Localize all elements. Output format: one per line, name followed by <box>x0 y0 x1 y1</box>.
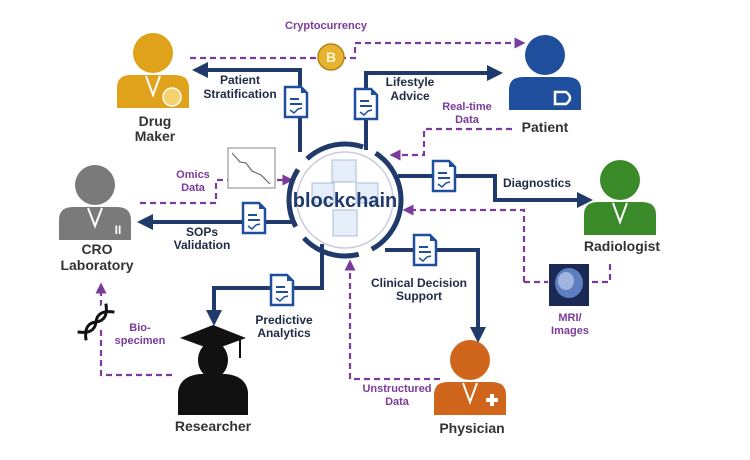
flow-label: SOPs <box>186 225 218 239</box>
actor-patient: Patient <box>509 35 581 135</box>
flow-label: Images <box>551 325 589 337</box>
svg-text:Radiologist: Radiologist <box>584 238 661 254</box>
document-icon <box>241 201 267 235</box>
svg-text:CRO: CRO <box>81 241 112 257</box>
dna-icon <box>76 302 116 342</box>
flow-label: Bio- <box>129 322 151 334</box>
svg-text:B: B <box>326 49 336 65</box>
actor-radiologist: Radiologist <box>584 160 661 254</box>
document-icon <box>353 87 379 121</box>
flow-diagnostics: Diagnostics <box>398 159 593 208</box>
flow-label: Real-time <box>442 101 492 113</box>
flow-label: MRI/ <box>558 312 581 324</box>
document-icon <box>412 233 438 267</box>
svg-text:II: II <box>115 223 122 237</box>
blockchain-label: blockchain <box>293 190 397 212</box>
flow-unstructured-data: Unstructured Data <box>344 259 440 408</box>
actor-cro-laboratory: II CRO Laboratory <box>59 165 134 273</box>
bitcoin-coin-icon <box>317 43 345 71</box>
flow-label: Unstructured <box>362 383 431 395</box>
flow-patient-stratification: Patient Stratification <box>192 62 309 152</box>
flow-label: Clinical Decision <box>371 276 467 290</box>
svg-text:Physician: Physician <box>439 420 504 436</box>
flow-label: Cryptocurrency <box>285 20 368 32</box>
flow-label: Analytics <box>257 326 311 340</box>
flow-label: Diagnostics <box>503 176 571 190</box>
flow-label: Validation <box>174 238 231 252</box>
flow-label: Advice <box>390 89 430 103</box>
svg-text:Laboratory: Laboratory <box>60 257 133 273</box>
flow-label: Support <box>396 289 442 303</box>
svg-text:Maker: Maker <box>135 128 176 144</box>
flow-clinical-decision-support: Clinical Decision Support <box>371 233 486 343</box>
flow-sops-validation: SOPs Validation <box>137 201 295 252</box>
flow-label: Predictive <box>255 313 313 327</box>
flow-label: Data <box>181 182 206 194</box>
flow-label: Data <box>385 396 410 408</box>
flow-cryptocurrency: B Cryptocurrency <box>190 20 526 71</box>
svg-text:Patient: Patient <box>522 119 569 135</box>
researcher-graduate-icon <box>178 325 248 415</box>
flow-omics-data: Omics Data <box>140 147 294 205</box>
svg-text:Drug: Drug <box>139 113 172 129</box>
blockchain-hub: blockchain <box>286 141 404 259</box>
document-icon <box>283 85 309 119</box>
flow-label: Lifestyle <box>386 75 435 89</box>
flow-label: Omics <box>176 169 210 181</box>
actor-researcher: Researcher <box>175 325 252 434</box>
flow-label: Stratification <box>203 87 276 101</box>
document-icon <box>269 273 295 307</box>
flow-mri-images: MRI/ Images <box>402 204 612 337</box>
flow-predictive-analytics: Predictive Analytics <box>206 244 324 340</box>
flow-realtime-data: Real-time Data <box>389 101 512 161</box>
document-icon <box>431 159 457 193</box>
actor-drug-maker: Drug Maker <box>117 33 189 144</box>
flow-label: Patient <box>220 73 260 87</box>
flow-bio-specimen: Bio- specimen <box>76 282 172 377</box>
actor-physician: Physician <box>434 340 506 436</box>
flow-label: Data <box>455 114 480 126</box>
cubes-icon <box>311 159 379 237</box>
flow-lifestyle-advice: Lifestyle Advice <box>353 65 503 150</box>
svg-text:Researcher: Researcher <box>175 418 252 434</box>
flow-label: specimen <box>115 335 166 347</box>
